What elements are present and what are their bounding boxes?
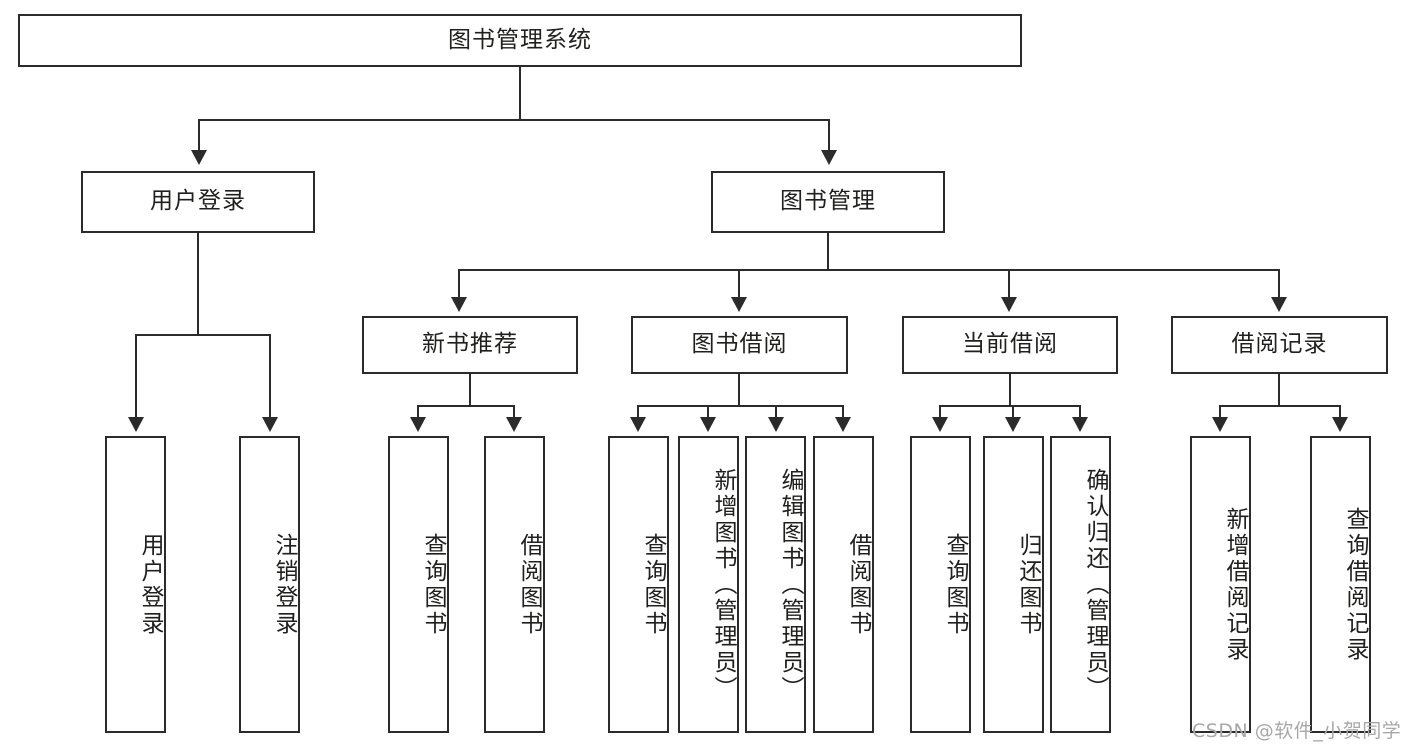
connector-recommend-stem (469, 374, 471, 406)
node-book-management[interactable]: 图书管理 (711, 171, 945, 233)
leaf-logout-label: 注销登录 (271, 532, 297, 637)
node-user-login-label: 用户登录 (150, 188, 246, 215)
connector-current-branch-1 (939, 405, 941, 419)
connector-current-branch-2 (1012, 405, 1014, 419)
connector-recommend-branch-1 (417, 405, 419, 419)
connector-login-branch-2 (269, 334, 271, 419)
node-root[interactable]: 图书管理系统 (18, 14, 1022, 67)
connector-login-branch-1 (135, 334, 137, 419)
arrow-books-to-records (1271, 297, 1287, 312)
connector-login-bus (135, 334, 270, 336)
arrow-borrow-to-edit (768, 417, 784, 432)
leaf-query-borrow-record-label: 查询借阅记录 (1342, 506, 1368, 663)
leaf-current-query-book-label: 查询图书 (942, 532, 968, 637)
node-book-management-label: 图书管理 (780, 188, 876, 215)
leaf-recommend-borrow-book[interactable]: 借阅图书 (484, 436, 545, 733)
connector-root-to-books (828, 119, 830, 152)
connector-borrow-stem (738, 374, 740, 406)
arrow-login-to-user-login (128, 417, 144, 432)
connector-books-bus (458, 269, 1280, 271)
leaf-add-book-admin[interactable]: 新增图书（管理员） (678, 436, 739, 733)
node-new-book-recommend[interactable]: 新书推荐 (362, 316, 578, 374)
node-borrow-records-label: 借阅记录 (1231, 331, 1328, 358)
connector-current-bus (939, 405, 1081, 407)
node-borrow-records[interactable]: 借阅记录 (1171, 316, 1388, 374)
connector-records-branch-1 (1219, 405, 1221, 419)
node-book-borrow-label: 图书借阅 (691, 331, 788, 358)
node-new-book-recommend-label: 新书推荐 (422, 331, 518, 358)
arrow-borrow-to-query (630, 417, 646, 432)
connector-borrow-branch-1 (637, 405, 639, 419)
arrow-books-to-borrow (731, 297, 747, 312)
leaf-edit-book-admin[interactable]: 编辑图书（管理员） (745, 436, 806, 733)
connector-books-branch-1 (458, 269, 460, 299)
csdn-watermark: CSDN @软件_小贺同学 (1192, 720, 1402, 742)
arrow-recommend-to-borrow (506, 417, 522, 432)
connector-recommend-bus (417, 405, 514, 407)
leaf-confirm-return-admin-label: 确认归还（管理员） (1082, 467, 1108, 702)
arrow-borrow-to-lend (835, 417, 851, 432)
connector-root-stem (519, 67, 521, 120)
connector-books-branch-3 (1008, 269, 1010, 299)
leaf-return-book[interactable]: 归还图书 (983, 436, 1044, 733)
connector-root-bus (198, 119, 830, 121)
arrow-current-to-query (932, 417, 948, 432)
arrow-records-to-query (1332, 417, 1348, 432)
leaf-user-login-label: 用户登录 (137, 532, 163, 637)
connector-borrow-branch-4 (842, 405, 844, 419)
leaf-borrow-book[interactable]: 借阅图书 (813, 436, 874, 733)
arrow-root-to-books (821, 150, 837, 165)
connector-records-bus (1219, 405, 1341, 407)
connector-login-stem (197, 233, 199, 335)
leaf-borrow-book-label: 借阅图书 (845, 532, 871, 637)
leaf-current-query-book[interactable]: 查询图书 (910, 436, 971, 733)
leaf-edit-book-admin-label: 编辑图书（管理员） (777, 467, 803, 702)
connector-borrow-bus (637, 405, 843, 407)
connector-books-stem (827, 233, 829, 270)
connector-borrow-branch-2 (707, 405, 709, 419)
node-current-borrow-label: 当前借阅 (962, 331, 1058, 358)
arrow-books-to-current (1001, 297, 1017, 312)
arrow-root-to-login (191, 150, 207, 165)
connector-recommend-branch-2 (513, 405, 515, 419)
leaf-recommend-query-book-label: 查询图书 (420, 532, 446, 637)
connector-books-branch-4 (1278, 269, 1280, 299)
arrow-books-to-new-book (451, 297, 467, 312)
connector-records-branch-2 (1339, 405, 1341, 419)
arrow-current-to-confirm (1072, 417, 1088, 432)
leaf-logout[interactable]: 注销登录 (239, 436, 300, 733)
leaf-user-login[interactable]: 用户登录 (105, 436, 166, 733)
connector-current-branch-3 (1079, 405, 1081, 419)
leaf-return-book-label: 归还图书 (1015, 532, 1041, 637)
node-user-login[interactable]: 用户登录 (81, 171, 315, 233)
leaf-recommend-query-book[interactable]: 查询图书 (388, 436, 449, 733)
leaf-add-book-admin-label: 新增图书（管理员） (710, 467, 736, 702)
leaf-confirm-return-admin[interactable]: 确认归还（管理员） (1050, 436, 1111, 733)
arrow-records-to-add (1212, 417, 1228, 432)
arrow-recommend-to-query (410, 417, 426, 432)
node-root-label: 图书管理系统 (448, 26, 592, 53)
arrow-login-to-logout (262, 417, 278, 432)
node-book-borrow[interactable]: 图书借阅 (631, 316, 848, 374)
connector-borrow-branch-3 (775, 405, 777, 419)
connector-current-stem (1009, 374, 1011, 406)
leaf-query-borrow-record[interactable]: 查询借阅记录 (1310, 436, 1371, 733)
leaf-borrow-query-book[interactable]: 查询图书 (608, 436, 669, 733)
connector-records-stem (1278, 374, 1280, 406)
connector-root-to-login (198, 119, 200, 152)
node-current-borrow[interactable]: 当前借阅 (902, 316, 1118, 374)
arrow-borrow-to-add (700, 417, 716, 432)
arrow-current-to-return (1005, 417, 1021, 432)
connector-books-branch-2 (738, 269, 740, 299)
leaf-add-borrow-record-label: 新增借阅记录 (1222, 506, 1248, 663)
leaf-add-borrow-record[interactable]: 新增借阅记录 (1190, 436, 1251, 733)
leaf-recommend-borrow-book-label: 借阅图书 (516, 532, 542, 637)
leaf-borrow-query-book-label: 查询图书 (640, 532, 666, 637)
